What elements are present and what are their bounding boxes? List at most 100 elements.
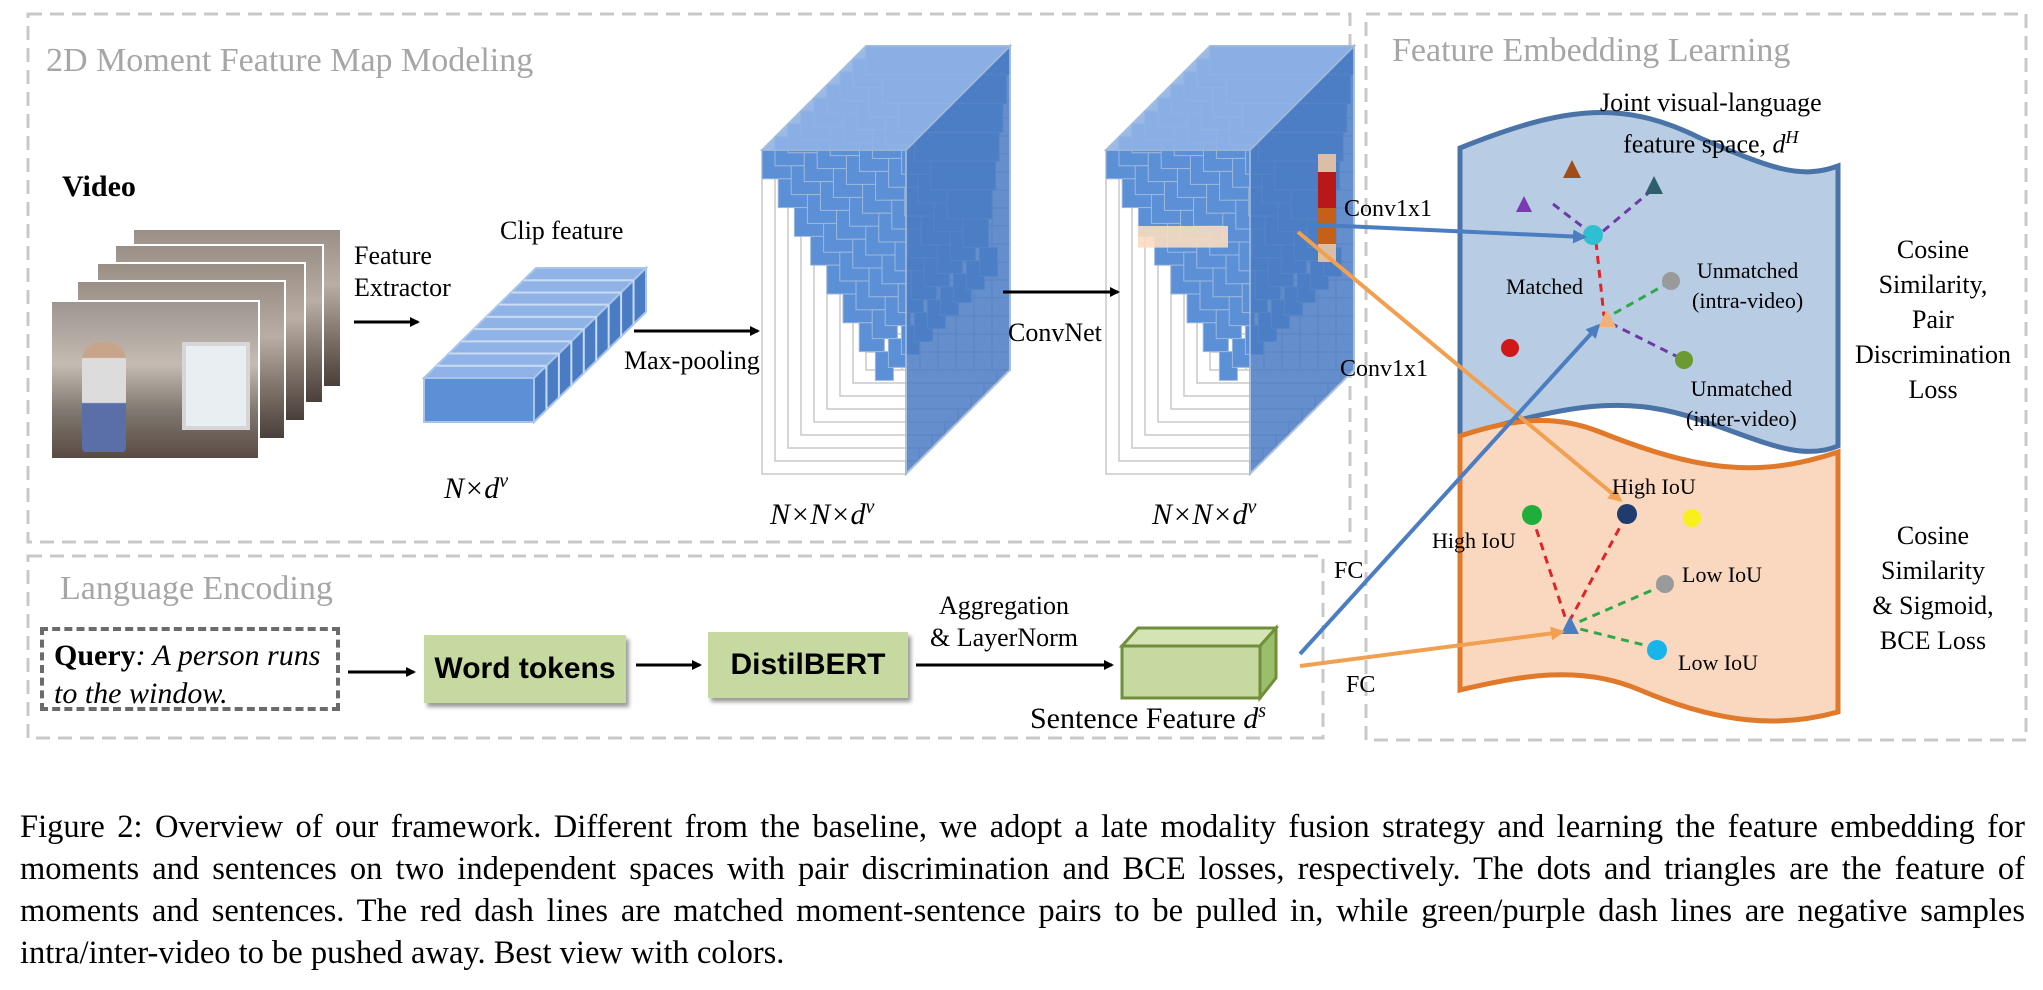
dash-green-intra bbox=[1605, 280, 1671, 320]
dot-gray-intra bbox=[1662, 272, 1680, 290]
figure-caption: Figure 2: Overview of our framework. Dif… bbox=[20, 809, 2025, 971]
dot-navy-high-iou bbox=[1617, 504, 1637, 524]
distilbert-box: DistilBERT bbox=[708, 632, 908, 698]
joint-space-surface bbox=[1457, 110, 1841, 454]
arrow-fc-blue bbox=[1298, 323, 1601, 656]
loss-top-line5: Loss bbox=[1908, 375, 1958, 404]
iou-space-surface bbox=[1457, 417, 1841, 724]
triangle-brown bbox=[1563, 160, 1581, 178]
aggregation-line1: Aggregation bbox=[939, 591, 1069, 620]
dim-map1-label: N×N×dv bbox=[770, 496, 874, 532]
dim-clip-label: N×dv bbox=[444, 470, 508, 506]
arrow-conv1x1-orange bbox=[1296, 230, 1623, 502]
dim-map2-sup: v bbox=[1247, 496, 1257, 518]
joint-space-line2: feature space, dH bbox=[1600, 120, 1822, 162]
dot-olive-inter bbox=[1675, 351, 1693, 369]
fc-label-1: FC bbox=[1334, 558, 1364, 584]
loss-bottom-line1: Cosine bbox=[1896, 521, 1970, 550]
dash-red-iou-1 bbox=[1530, 515, 1568, 621]
section-title-moment: 2D Moment Feature Map Modeling bbox=[46, 42, 534, 79]
framework-diagram bbox=[26, 12, 2028, 742]
high-iou-label-1: High IoU bbox=[1612, 474, 1696, 499]
loss-top-line1: Cosine bbox=[1896, 235, 1970, 264]
query-text: : A person runs to the window. bbox=[54, 639, 321, 710]
dash-red-matched bbox=[1594, 241, 1606, 317]
feature-extractor-line2: Extractor bbox=[354, 273, 451, 302]
dot-green-high-iou bbox=[1522, 505, 1542, 525]
section-title-embedding: Feature Embedding Learning bbox=[1392, 32, 1791, 69]
unmatched-intra-label: Unmatched (intra-video) bbox=[1692, 256, 1803, 316]
loss-bottom-line2: Similarity bbox=[1881, 556, 1985, 585]
loss-top-line4: Discrimination bbox=[1855, 340, 2011, 369]
low-iou-label-2: Low IoU bbox=[1678, 650, 1759, 675]
triangle-purple bbox=[1516, 196, 1532, 212]
loss-top-label: Cosine Similarity, Pair Discrimination L… bbox=[1848, 232, 2018, 407]
max-pooling-label: Max-pooling bbox=[624, 346, 760, 375]
query-bold: Query bbox=[54, 639, 136, 672]
aggregation-line2: & LayerNorm bbox=[930, 623, 1079, 652]
high-iou-label-2: High IoU bbox=[1432, 528, 1516, 553]
dim-map2-text: N×N×d bbox=[1152, 498, 1248, 531]
triangle-blue-sentence bbox=[1561, 616, 1579, 634]
triangle-orange-query bbox=[1598, 310, 1616, 327]
joint-space-line1: Joint visual-language bbox=[1600, 88, 1822, 117]
unmatched-inter-line2: (inter-video) bbox=[1686, 406, 1797, 431]
unmatched-intra-line2: (intra-video) bbox=[1692, 288, 1804, 313]
loss-top-line2: Similarity, bbox=[1878, 270, 1988, 299]
sentence-feature-sup: s bbox=[1258, 700, 1267, 722]
dot-cyan-matched bbox=[1583, 225, 1603, 245]
unmatched-intra-line1: Unmatched bbox=[1696, 258, 1799, 283]
dot-cyan-low-iou bbox=[1647, 640, 1667, 660]
sentence-feature-sym: d bbox=[1243, 702, 1259, 735]
arrow-fc-orange bbox=[1299, 626, 1565, 668]
matched-label: Matched bbox=[1506, 274, 1583, 299]
loss-bottom-label: Cosine Similarity & Sigmoid, BCE Loss bbox=[1848, 518, 2018, 658]
loss-bottom-line3: & Sigmoid, bbox=[1872, 591, 1994, 620]
dim-clip-sup: v bbox=[499, 470, 509, 492]
unmatched-inter-line1: Unmatched bbox=[1690, 376, 1793, 401]
loss-top-line3: Pair bbox=[1912, 305, 1954, 334]
low-iou-label-1: Low IoU bbox=[1682, 562, 1763, 587]
query-box: Query: A person runs to the window. bbox=[40, 627, 340, 711]
loss-bottom-line4: BCE Loss bbox=[1879, 626, 1987, 655]
dim-map1-sup: v bbox=[865, 496, 875, 518]
person-shape bbox=[82, 342, 126, 452]
arrow-conv1x1-blue bbox=[1297, 222, 1587, 244]
dim-map1-text: N×N×d bbox=[770, 498, 866, 531]
joint-space-sup: H bbox=[1785, 127, 1799, 147]
unmatched-inter-label: Unmatched (inter-video) bbox=[1686, 374, 1797, 434]
dash-red-iou-2 bbox=[1568, 515, 1628, 621]
video-frame-1 bbox=[50, 300, 260, 460]
joint-space-label: Joint visual-language feature space, dH bbox=[1600, 86, 1822, 162]
aggregation-label: Aggregation & LayerNorm bbox=[930, 590, 1078, 654]
convnet-label: ConvNet bbox=[1008, 318, 1102, 347]
conv1x1-label-1: Conv1x1 bbox=[1344, 196, 1433, 222]
language-section-box bbox=[26, 554, 1325, 740]
window-shape bbox=[182, 342, 250, 430]
dot-red bbox=[1501, 339, 1519, 357]
sentence-feature-label: Sentence Feature ds bbox=[1030, 700, 1266, 736]
dot-gray-low-iou bbox=[1656, 575, 1674, 593]
clip-feature-label: Clip feature bbox=[500, 216, 624, 245]
joint-space-line2-text: feature space, bbox=[1623, 129, 1773, 159]
section-title-language: Language Encoding bbox=[60, 570, 333, 607]
dim-map2-label: N×N×dv bbox=[1152, 496, 1256, 532]
feature-extractor-label: Feature Extractor bbox=[354, 240, 451, 304]
sentence-feature-text: Sentence Feature bbox=[1030, 702, 1236, 735]
conv1x1-label-2: Conv1x1 bbox=[1340, 356, 1429, 382]
video-title: Video bbox=[62, 170, 136, 203]
dash-green-low-1 bbox=[1573, 583, 1665, 626]
joint-space-sym: d bbox=[1772, 129, 1786, 159]
fc-label-2: FC bbox=[1346, 672, 1376, 698]
sentence-feature-block bbox=[1118, 624, 1280, 703]
dash-purple-inter bbox=[1611, 322, 1681, 360]
feature-map-2 bbox=[1103, 43, 1357, 477]
dot-yellow bbox=[1683, 509, 1701, 527]
clip-feature-block bbox=[421, 265, 649, 425]
embedding-section-box bbox=[1364, 12, 2028, 742]
feature-extractor-line1: Feature bbox=[354, 241, 432, 270]
triangle-teal bbox=[1645, 176, 1663, 194]
dash-purple-2 bbox=[1601, 188, 1653, 234]
dim-clip-text: N×d bbox=[444, 472, 500, 505]
word-tokens-box: Word tokens bbox=[424, 635, 626, 703]
